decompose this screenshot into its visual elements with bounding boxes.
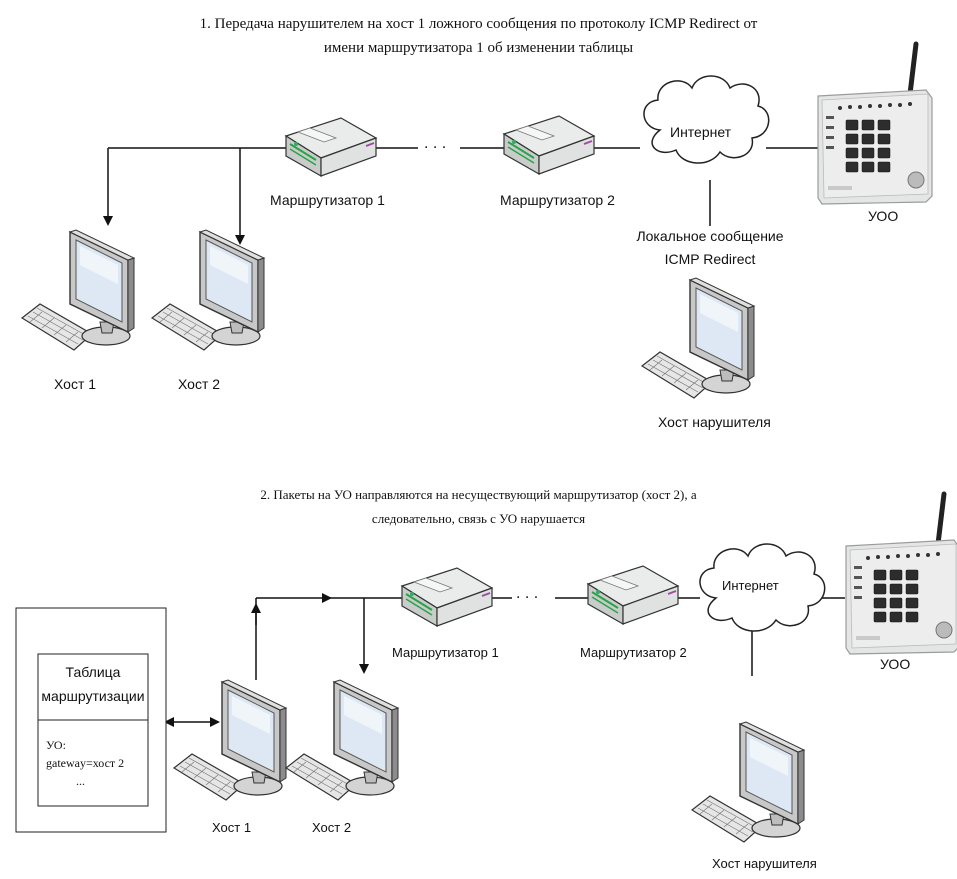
routing-table-entry-gateway: gateway=хост 2: [46, 756, 125, 770]
router-1-label: Маршрутизатор 1: [270, 192, 385, 208]
internet-label: Интернет: [722, 578, 779, 593]
section-1: [21, 44, 932, 399]
routing-table-entry-more: ...: [76, 774, 85, 788]
section-2-title-line-1: 2. Пакеты на УО направляются на несущест…: [260, 487, 697, 502]
routing-table-body-box: [37, 719, 149, 807]
host-2-label: Хост 2: [312, 820, 352, 835]
section-2-links: [164, 593, 845, 727]
internet-label: Интернет: [670, 124, 732, 140]
attacker-host-label: Хост нарушителя: [712, 856, 817, 871]
section-2: [15, 494, 957, 843]
section-2-title-line-2: следовательно, связь с УО нарушается: [371, 511, 586, 526]
router-1-icon: [285, 117, 377, 177]
host-2-label: Хост 2: [178, 376, 221, 392]
routing-table-header-box: [37, 653, 149, 721]
icmp-message-label-line-2: ICMP Redirect: [664, 251, 756, 267]
uoo-label: УОО: [880, 656, 911, 672]
section-1-links: [103, 147, 818, 245]
host-1-label: Хост 1: [212, 820, 252, 835]
section-1-title-line-1: 1. Передача нарушителем на хост 1 ложног…: [199, 16, 758, 32]
host-2-computer-icon: [285, 679, 399, 801]
routing-table-title-line-1: Таблица: [65, 664, 121, 680]
router-1-icon: [401, 567, 493, 627]
routing-table-entry-destination: УО:: [46, 738, 66, 752]
router-2-label: Маршрутизатор 2: [580, 645, 687, 660]
host-2-computer-icon: [151, 229, 265, 351]
link-dots: . . .: [424, 135, 447, 152]
router-2-icon: [503, 115, 595, 175]
attacker-computer-icon: [691, 721, 805, 843]
routing-table-title-line-2: маршрутизации: [41, 688, 145, 704]
section-1-title-line-2: имени маршрутизатора 1 об изменении табл…: [323, 40, 634, 56]
uoo-label: УОО: [868, 208, 899, 224]
host-1-computer-icon: [21, 229, 135, 351]
attacker-host-label: Хост нарушителя: [658, 414, 771, 430]
router-1-label: Маршрутизатор 1: [392, 645, 499, 660]
link-dots: . . .: [516, 585, 539, 602]
host-1-label: Хост 1: [54, 376, 97, 392]
icmp-message-label-line-1: Локальное сообщение: [636, 228, 784, 244]
router-2-label: Маршрутизатор 2: [500, 192, 615, 208]
uoo-device-icon: [818, 44, 932, 204]
internet-cloud-icon: [643, 75, 770, 164]
router-2-icon: [587, 565, 679, 625]
attacker-computer-icon: [641, 277, 755, 399]
host-1-computer-icon: [173, 679, 287, 801]
